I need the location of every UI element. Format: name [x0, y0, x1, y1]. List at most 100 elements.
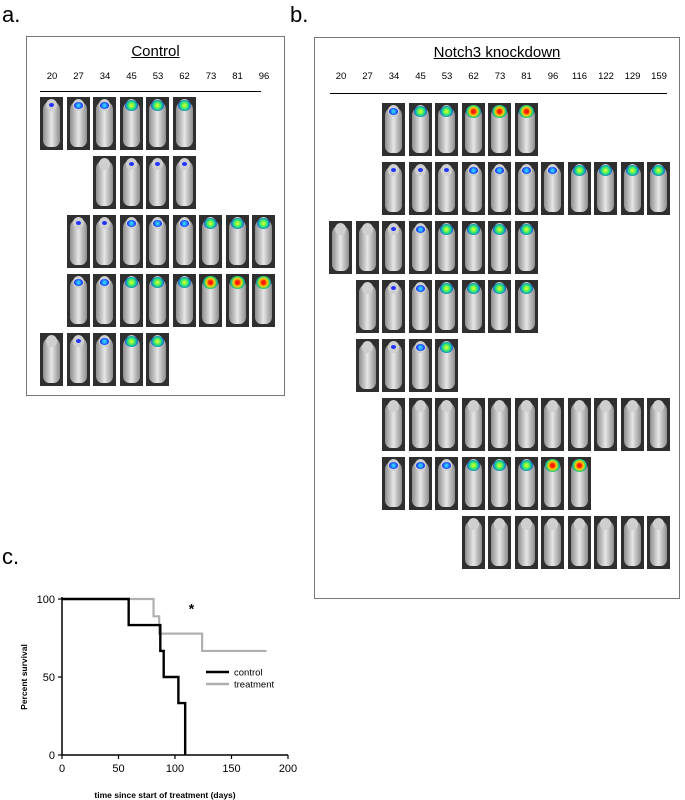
mouse-image: [93, 274, 116, 327]
series-line-control: [62, 597, 187, 755]
bioluminescence-signal: [415, 344, 425, 351]
mouse-image: [647, 398, 670, 451]
panel-b-rule: [330, 93, 667, 94]
bioluminescence-signal: [442, 462, 451, 469]
mouse-image: [199, 215, 222, 268]
mouse-image: [488, 457, 511, 510]
bioluminescence-signal: [155, 162, 160, 166]
mouse-image: [514, 162, 538, 215]
mouse-image: [408, 339, 432, 392]
mouse-image: [567, 457, 591, 510]
bioluminescence-signal: [495, 167, 504, 174]
mouse-image: [435, 162, 458, 215]
mouse-image: [40, 97, 63, 150]
panel-c-letter: c.: [2, 544, 20, 569]
mouse-image: [172, 274, 196, 327]
bioluminescence-signal: [49, 103, 54, 107]
mouse-image: [435, 221, 458, 274]
bioluminescence-signal: [75, 339, 81, 343]
mouse-image: [435, 339, 458, 392]
panel-b-letter: b.: [290, 2, 309, 27]
bioluminescence-signal: [391, 168, 396, 172]
mouse-image: [594, 398, 617, 451]
mouse-image: [567, 516, 591, 569]
bioluminescence-signal: [181, 162, 187, 166]
bioluminescence-signal: [571, 459, 587, 472]
mouse-image: [647, 162, 670, 215]
day-label: 20: [46, 71, 58, 82]
mouse-image: [355, 221, 379, 274]
day-label: 62: [179, 71, 190, 82]
mouse-image: [461, 516, 485, 569]
day-label: 62: [468, 71, 479, 82]
mouse-image: [382, 339, 405, 392]
x-tick-label: 50: [112, 763, 124, 775]
bioluminescence-signal: [415, 226, 425, 233]
mouse-image: [225, 215, 249, 268]
bioluminescence-signal: [100, 279, 109, 286]
bioluminescence-signal: [203, 276, 218, 289]
mouse-image: [435, 398, 458, 451]
mouse-image: [172, 215, 196, 268]
mouse-image: [461, 457, 485, 510]
mouse-image: [225, 274, 249, 327]
mouse-image: [329, 221, 352, 274]
mouse-image: [435, 457, 458, 510]
day-label: 73: [205, 71, 217, 82]
day-label: 159: [651, 71, 667, 82]
mouse-image: [382, 221, 405, 274]
day-label: 116: [571, 71, 588, 82]
mouse-image: [382, 280, 405, 333]
bioluminescence-signal: [73, 102, 83, 109]
bioluminescence-signal: [391, 286, 396, 290]
mouse-image: [172, 156, 196, 209]
mouse-image: [408, 280, 432, 333]
bioluminescence-signal: [391, 227, 396, 231]
mouse-image: [488, 516, 511, 569]
day-label: 96: [258, 71, 270, 82]
mouse-image: [461, 162, 485, 215]
mouse-image: [514, 457, 538, 510]
significance-annotation: *: [189, 601, 195, 617]
mouse-image: [382, 162, 405, 215]
bioluminescence-signal: [440, 283, 453, 294]
bioluminescence-signal: [102, 221, 107, 225]
mouse-image: [252, 215, 275, 268]
x-tick-label: 0: [59, 763, 65, 775]
day-label: 45: [126, 71, 137, 82]
mouse-image: [119, 97, 143, 150]
mouse-image: [93, 215, 116, 268]
mouse-image: [146, 274, 169, 327]
day-label: 34: [99, 71, 111, 82]
day-label: 73: [494, 71, 506, 82]
legend-label-control: control: [234, 668, 263, 679]
mouse-image: [119, 156, 143, 209]
bioluminescence-signal: [599, 165, 612, 176]
bioluminescence-signal: [466, 460, 480, 471]
bioluminescence-signal: [124, 100, 138, 111]
bioluminescence-signal: [389, 108, 398, 115]
mouse-image: [541, 162, 564, 215]
mouse-image: [488, 280, 511, 333]
bioluminescence-signal: [415, 462, 425, 469]
mouse-image: [514, 280, 538, 333]
bioluminescence-signal: [519, 283, 533, 294]
day-label: 20: [335, 71, 347, 82]
mouse-image: [66, 274, 90, 327]
bioluminescence-signal: [492, 105, 507, 118]
bioluminescence-signal: [75, 221, 81, 225]
mouse-image: [408, 162, 432, 215]
mouse-image: [488, 221, 511, 274]
day-label: 27: [73, 71, 84, 82]
bioluminescence-signal: [73, 279, 83, 286]
day-label: 53: [441, 71, 453, 82]
bioluminescence-signal: [572, 165, 586, 176]
mouse-image: [382, 398, 405, 451]
panel-b-title: Notch3 knockdown: [433, 44, 561, 61]
y-tick-label: 0: [49, 750, 55, 762]
mouse-image: [620, 162, 644, 215]
bioluminescence-signal: [548, 167, 557, 174]
bioluminescence-signal: [124, 336, 138, 347]
mouse-image: [541, 398, 564, 451]
